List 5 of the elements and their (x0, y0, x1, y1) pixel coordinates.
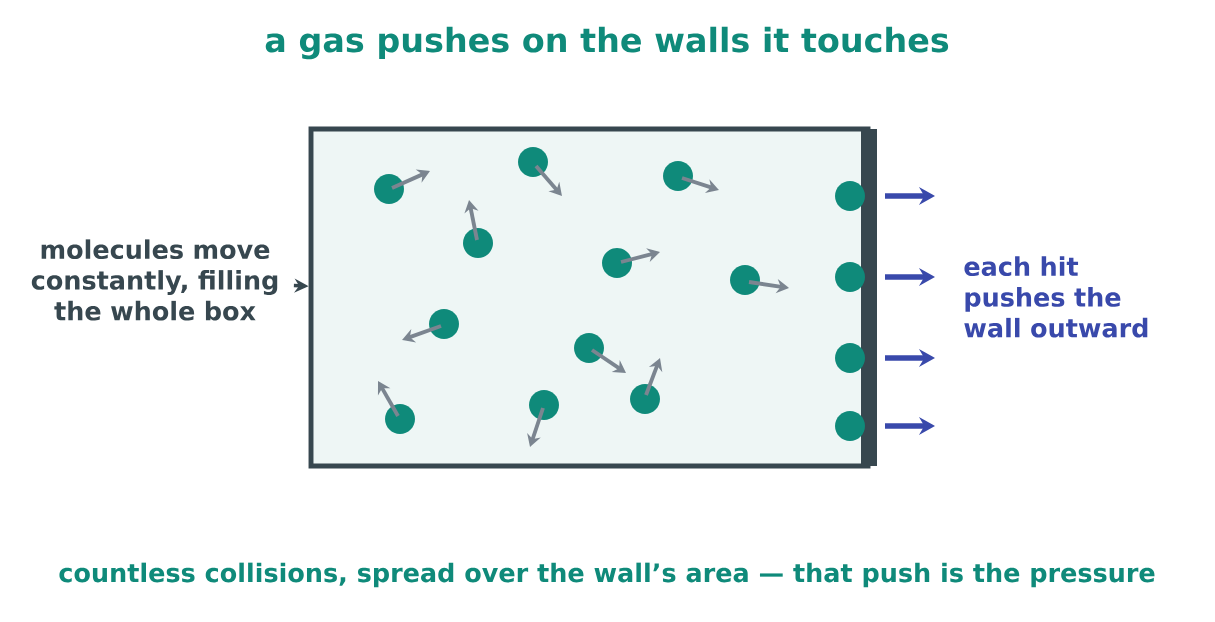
caption: countless collisions, spread over the wall’s area — that push is the pressure (59, 562, 1155, 588)
title: a gas pushes on the walls it touches (265, 26, 949, 60)
note-text: each hit pushes the wall outward (964, 256, 1148, 338)
container-box (308, 126, 871, 469)
note-text: molecules move constantly, filling the whole box (31, 239, 278, 321)
